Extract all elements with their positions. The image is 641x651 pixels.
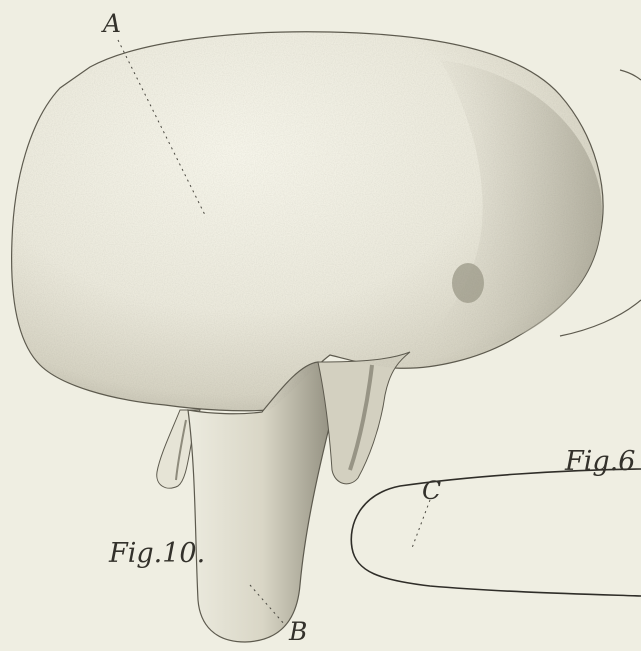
label-letter-b: B [289,619,307,644]
fig10-specimen [12,32,603,642]
figure-label-fig6: Fig.6 [565,448,635,475]
fig6-right-edge [560,300,641,336]
fig6-outline [351,469,641,596]
figure-label-fig10: Fig.10. [109,540,205,567]
fig10-grain [12,32,603,411]
label-letter-c: C [422,478,441,503]
fig6-upper-edge [620,70,641,80]
leader-line-c [412,500,430,548]
label-letter-a: A [103,11,121,36]
